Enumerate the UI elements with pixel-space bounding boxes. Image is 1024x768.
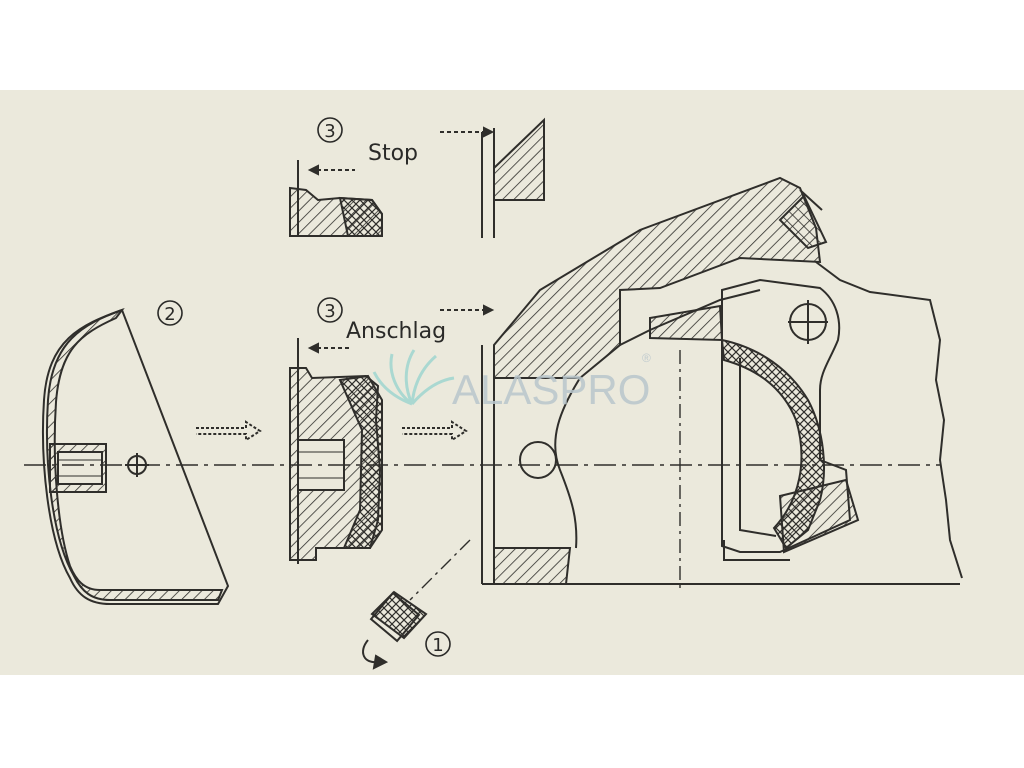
step-1-label: 1 (432, 635, 443, 656)
watermark: ALASPRO ® (372, 349, 651, 413)
screw-part-1 (362, 590, 428, 670)
watermark-text: ALASPRO (452, 366, 650, 413)
fan-leaf-icon (372, 349, 455, 406)
watermark-mark: ® (642, 351, 651, 365)
motor-housing (440, 176, 963, 585)
step-3-label-mid: 3 (324, 301, 335, 322)
assembly-axis (24, 350, 940, 601)
step-2-label: 2 (164, 304, 175, 325)
step-3-label-top: 3 (324, 121, 335, 142)
cap-part-2 (42, 307, 230, 605)
detail-stop (289, 117, 545, 238)
callout-labels: 3 Stop 3 Anschlag 2 1 (157, 117, 451, 657)
anschlag-label: Anschlag (346, 319, 446, 344)
stop-label: Stop (368, 141, 418, 166)
